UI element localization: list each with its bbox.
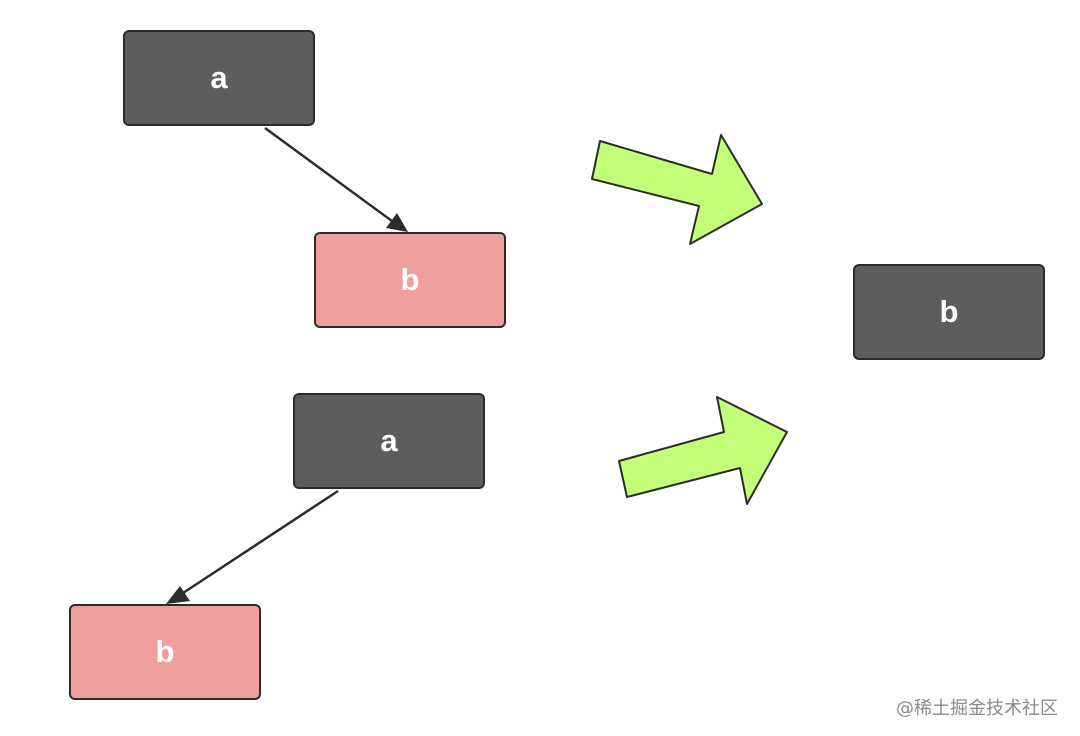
watermark: @稀土掘金技术社区 bbox=[896, 698, 1058, 719]
node-b-top-label: b bbox=[400, 262, 420, 297]
edge-a-to-b-top bbox=[264, 126, 408, 232]
node-b-result-label: b bbox=[939, 294, 959, 329]
node-b-top-removed: b bbox=[314, 232, 506, 328]
node-a-bottom-label: a bbox=[380, 423, 398, 458]
node-a-top: a bbox=[123, 30, 315, 126]
edge-a-to-b-bottom bbox=[166, 489, 339, 604]
transition-arrow-lower bbox=[618, 396, 788, 505]
node-a-bottom: a bbox=[293, 393, 485, 489]
transition-arrow-upper bbox=[591, 134, 763, 245]
node-b-bottom-label: b bbox=[155, 634, 175, 669]
node-a-top-label: a bbox=[210, 60, 228, 95]
node-b-result: b bbox=[853, 264, 1045, 360]
node-b-bottom-removed: b bbox=[69, 604, 261, 700]
